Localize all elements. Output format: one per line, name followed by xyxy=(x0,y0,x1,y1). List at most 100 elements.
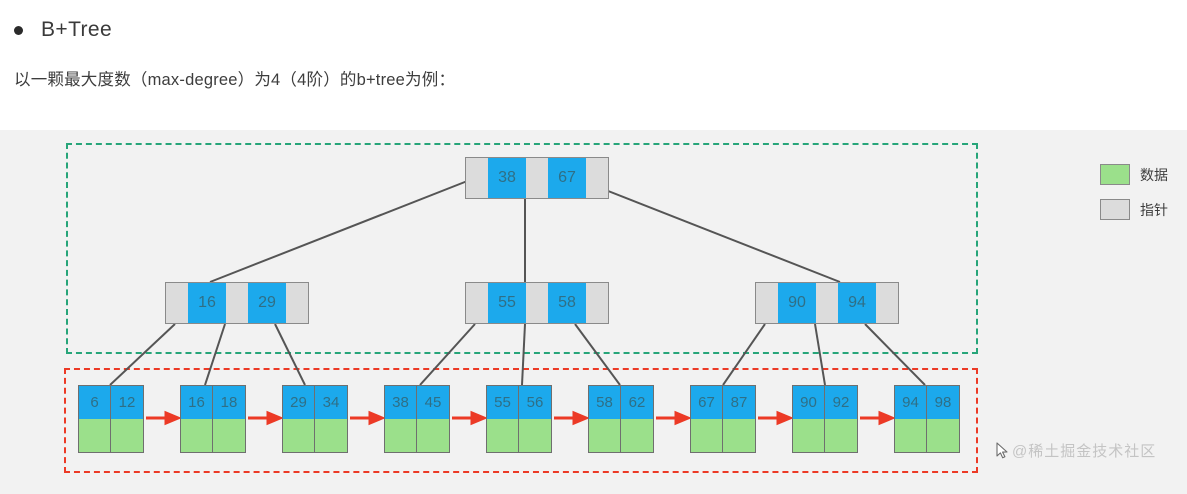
leaf-node-8-data-1 xyxy=(927,419,959,452)
root-pointer-cell-1 xyxy=(526,158,548,198)
leaf-node-6-data-1 xyxy=(723,419,755,452)
leaf-node-5-data-1 xyxy=(621,419,653,452)
leaf-node-8-key-1: 98 xyxy=(927,386,959,419)
leaf-node-5-data-0 xyxy=(589,419,621,452)
bullet-dot-icon xyxy=(14,25,23,35)
leaf-node-6-key-1: 87 xyxy=(723,386,755,419)
leaf-node-5[interactable]: 58 62 xyxy=(588,385,654,453)
leaf-node-8[interactable]: 94 98 xyxy=(894,385,960,453)
leaf-node-7-data-row xyxy=(793,419,857,452)
leaf-node-5-data-row xyxy=(589,419,653,452)
leaf-node-3-key-row: 38 45 xyxy=(385,386,449,419)
legend-swatch-data-icon xyxy=(1100,164,1130,185)
leaf-node-4-key-row: 55 56 xyxy=(487,386,551,419)
internal-node-1-pointer-cell-2 xyxy=(586,283,608,323)
internal-node-1-key-1: 58 xyxy=(548,283,586,323)
legend: 数据 指针 xyxy=(1100,164,1168,234)
leaf-node-0[interactable]: 6 12 xyxy=(78,385,144,453)
internal-node-2[interactable]: 90 94 xyxy=(755,282,899,324)
leaf-node-4-key-0: 55 xyxy=(487,386,519,419)
internal-node-2-key-1: 94 xyxy=(838,283,876,323)
leaf-node-8-key-0: 94 xyxy=(895,386,927,419)
leaf-node-2-data-row xyxy=(283,419,347,452)
watermark-text: @稀土掘金技术社区 xyxy=(1012,443,1157,460)
leaf-node-5-key-0: 58 xyxy=(589,386,621,419)
leaf-node-0-data-row xyxy=(79,419,143,452)
root-node[interactable]: 38 67 xyxy=(465,157,609,199)
leaf-node-3[interactable]: 38 45 xyxy=(384,385,450,453)
internal-node-0-pointer-cell-0 xyxy=(166,283,188,323)
leaf-node-4-key-1: 56 xyxy=(519,386,551,419)
leaf-node-2-key-row: 29 34 xyxy=(283,386,347,419)
internal-node-0[interactable]: 16 29 xyxy=(165,282,309,324)
leaf-node-6-data-0 xyxy=(691,419,723,452)
leaf-node-4-data-row xyxy=(487,419,551,452)
internal-node-0-pointer-cell-1 xyxy=(226,283,248,323)
leaf-node-2-data-0 xyxy=(283,419,315,452)
leaf-node-3-key-0: 38 xyxy=(385,386,417,419)
leaf-node-8-data-0 xyxy=(895,419,927,452)
leaf-node-1-data-0 xyxy=(181,419,213,452)
leaf-node-4-data-0 xyxy=(487,419,519,452)
root-pointer-cell-2 xyxy=(586,158,608,198)
leaf-node-0-key-0: 6 xyxy=(79,386,111,419)
leaf-node-6-key-0: 67 xyxy=(691,386,723,419)
internal-node-0-key-1: 29 xyxy=(248,283,286,323)
root-pointer-cell-0 xyxy=(466,158,488,198)
internal-node-0-pointer-cell-2 xyxy=(286,283,308,323)
leaf-node-1-key-1: 18 xyxy=(213,386,245,419)
leaf-node-1-key-0: 16 xyxy=(181,386,213,419)
leaf-node-1-data-1 xyxy=(213,419,245,452)
leaf-node-2-key-0: 29 xyxy=(283,386,315,419)
leaf-node-6-data-row xyxy=(691,419,755,452)
btree-diagram: 38 67 16 29 55 58 90 94 xyxy=(0,130,1187,494)
leaf-node-7[interactable]: 90 92 xyxy=(792,385,858,453)
leaf-node-3-data-1 xyxy=(417,419,449,452)
leaf-node-4[interactable]: 55 56 xyxy=(486,385,552,453)
leaf-node-2[interactable]: 29 34 xyxy=(282,385,348,453)
legend-swatch-pointer-icon xyxy=(1100,199,1130,220)
leaf-node-0-key-1: 12 xyxy=(111,386,143,419)
internal-node-1-key-0: 55 xyxy=(488,283,526,323)
leaf-node-8-data-row xyxy=(895,419,959,452)
leaf-node-6[interactable]: 67 87 xyxy=(690,385,756,453)
subtitle-text: 以一颗最大度数（max-degree）为4（4阶）的b+tree为例： xyxy=(14,71,456,89)
leaf-node-3-data-row xyxy=(385,419,449,452)
internal-node-1-pointer-cell-1 xyxy=(526,283,548,323)
root-key-0: 38 xyxy=(488,158,526,198)
root-key-1: 67 xyxy=(548,158,586,198)
internal-node-1[interactable]: 55 58 xyxy=(465,282,609,324)
article-text-header: B+Tree 以一颗最大度数（max-degree）为4（4阶）的b+tree为… xyxy=(0,0,1187,130)
internal-node-2-pointer-cell-2 xyxy=(876,283,898,323)
leaf-node-7-data-1 xyxy=(825,419,857,452)
diagram-canvas: 38 67 16 29 55 58 90 94 xyxy=(0,130,1187,494)
leaf-node-7-key-row: 90 92 xyxy=(793,386,857,419)
internal-node-2-pointer-cell-1 xyxy=(816,283,838,323)
leaf-node-1-key-row: 16 18 xyxy=(181,386,245,419)
bullet-heading: B+Tree xyxy=(14,18,112,42)
leaf-node-3-key-1: 45 xyxy=(417,386,449,419)
page-title: B+Tree xyxy=(41,18,113,41)
leaf-node-3-data-0 xyxy=(385,419,417,452)
leaf-node-7-data-0 xyxy=(793,419,825,452)
leaf-node-8-key-row: 94 98 xyxy=(895,386,959,419)
legend-label-data: 数据 xyxy=(1140,166,1168,183)
internal-node-0-key-0: 16 xyxy=(188,283,226,323)
leaf-node-0-data-0 xyxy=(79,419,111,452)
leaf-nodes-group-box xyxy=(64,368,978,473)
internal-node-2-pointer-cell-0 xyxy=(756,283,778,323)
mouse-cursor-icon xyxy=(996,442,1008,459)
leaf-node-6-key-row: 67 87 xyxy=(691,386,755,419)
leaf-node-7-key-1: 92 xyxy=(825,386,857,419)
legend-item-pointer: 指针 xyxy=(1100,199,1168,220)
leaf-node-0-key-row: 6 12 xyxy=(79,386,143,419)
leaf-node-2-key-1: 34 xyxy=(315,386,347,419)
legend-item-data: 数据 xyxy=(1100,164,1168,185)
leaf-node-0-data-1 xyxy=(111,419,143,452)
leaf-node-1[interactable]: 16 18 xyxy=(180,385,246,453)
leaf-node-2-data-1 xyxy=(315,419,347,452)
internal-node-1-pointer-cell-0 xyxy=(466,283,488,323)
leaf-node-5-key-row: 58 62 xyxy=(589,386,653,419)
legend-label-pointer: 指针 xyxy=(1140,201,1168,218)
leaf-node-1-data-row xyxy=(181,419,245,452)
